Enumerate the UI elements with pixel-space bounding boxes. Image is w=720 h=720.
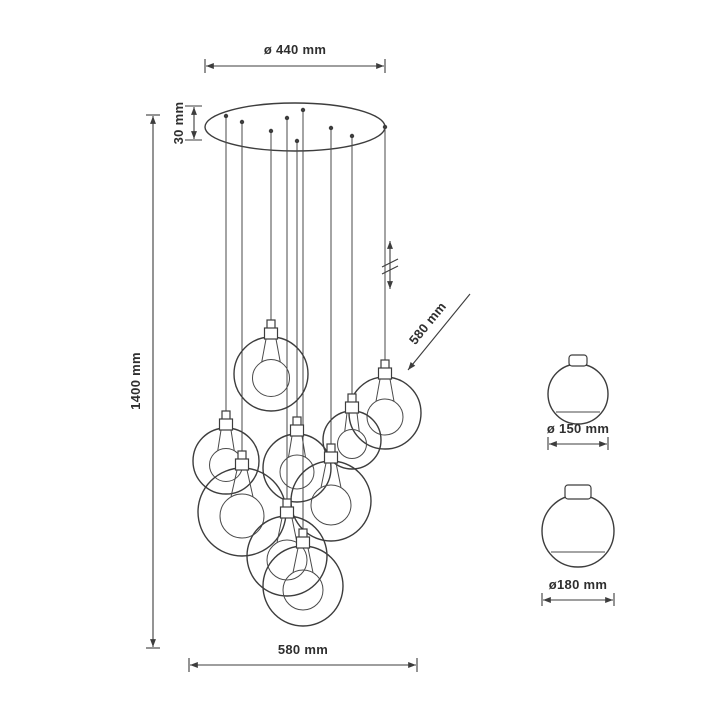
bulb-neck	[335, 462, 342, 488]
pendant-globe	[233, 319, 309, 412]
canopy-diameter-label: ø 440 mm	[264, 42, 326, 57]
bulb-neck	[389, 378, 395, 402]
bulb-neck	[230, 469, 238, 497]
bulb-neck	[230, 429, 235, 451]
light-bulb	[337, 429, 367, 459]
canopy-attachment-point	[382, 124, 388, 130]
bulb-neck	[246, 469, 254, 497]
globe-outline	[262, 433, 332, 503]
suspension-cords	[223, 107, 388, 529]
globe-top-cap	[564, 484, 592, 500]
small-globe-diameter-label: ø 150 mm	[547, 421, 609, 436]
dimension-small-globe: ø 150 mm	[547, 421, 609, 450]
canopy-attachment-point	[239, 119, 245, 125]
light-bulb	[366, 398, 404, 436]
break-slash	[381, 265, 399, 275]
socket-holder	[323, 451, 339, 464]
ceiling-canopy	[204, 102, 386, 152]
globe-outline	[547, 363, 609, 425]
large-globe-diameter-label: ø180 mm	[549, 577, 607, 592]
socket-holder	[377, 367, 393, 380]
globe-outline	[192, 427, 260, 495]
canopy-attachment-point	[294, 138, 300, 144]
fixture-height-label: 1400 mm	[128, 352, 143, 410]
canopy-attachment-point	[268, 128, 274, 134]
bulb-neck	[292, 547, 299, 573]
socket-holder	[263, 327, 279, 340]
dimension-canopy-diameter: ø 440 mm	[204, 42, 386, 73]
socket-holder	[279, 506, 295, 519]
bulb-neck	[344, 412, 348, 432]
socket-holder	[289, 424, 305, 437]
canopy-attachment-point	[223, 113, 229, 119]
globe-outline	[197, 467, 287, 557]
pendant-globes-cluster	[192, 319, 422, 627]
light-bulb	[282, 569, 324, 611]
dimension-fixture-height: 1400 mm	[128, 114, 160, 649]
canopy-attachment-point	[300, 107, 306, 113]
pendant-globe	[322, 393, 382, 470]
globe-outline	[246, 515, 328, 597]
pendant-globe	[262, 416, 332, 503]
pendant-globe	[348, 359, 422, 450]
canopy-attachment-point	[349, 133, 355, 139]
break-slash	[381, 258, 399, 268]
pendant-globe	[262, 528, 344, 627]
bulb-neck	[288, 435, 293, 458]
light-bulb	[279, 454, 315, 490]
dimension-cluster-diagonal: 580 mm	[406, 293, 471, 371]
socket-holder	[234, 458, 250, 471]
bulb-neck	[320, 462, 327, 488]
globe-outline	[348, 376, 422, 450]
socket-holder	[218, 418, 234, 431]
socket-holder	[344, 401, 360, 414]
light-bulb	[219, 493, 265, 539]
pendant-globe	[246, 498, 328, 597]
dimension-cluster-spread: 580 mm	[188, 642, 418, 672]
adjustable-height-indicator	[381, 241, 399, 289]
globe-top-cap	[568, 354, 588, 367]
dimension-large-globe: ø180 mm	[541, 577, 615, 606]
light-bulb	[310, 484, 352, 526]
bulb-neck	[276, 517, 283, 543]
canopy-attachment-point	[328, 125, 334, 131]
reference-globe-large	[541, 484, 615, 568]
bulb-neck	[301, 435, 306, 458]
pendant-globe	[197, 450, 287, 557]
light-bulb	[252, 359, 290, 397]
cluster-spread-label: 580 mm	[278, 642, 328, 657]
bulb-neck	[275, 338, 281, 362]
bulb-neck	[261, 338, 267, 362]
globe-outline	[541, 494, 615, 568]
pendant-globe	[290, 443, 372, 542]
canopy-height-label: 30 mm	[171, 102, 186, 145]
bulb-neck	[356, 412, 360, 432]
pendant-globe	[192, 410, 260, 495]
bulb-neck	[217, 429, 222, 451]
dimension-line	[407, 293, 471, 371]
bulb-neck	[307, 547, 314, 573]
dimension-canopy-height: 30 mm	[171, 102, 202, 145]
globe-outline	[262, 545, 344, 627]
light-bulb	[266, 539, 308, 581]
reference-globe-small	[547, 354, 609, 425]
bulb-neck	[375, 378, 381, 402]
socket-holder	[295, 536, 311, 549]
cluster-diagonal-label: 580 mm	[406, 299, 449, 347]
canopy-attachment-point	[284, 115, 290, 121]
